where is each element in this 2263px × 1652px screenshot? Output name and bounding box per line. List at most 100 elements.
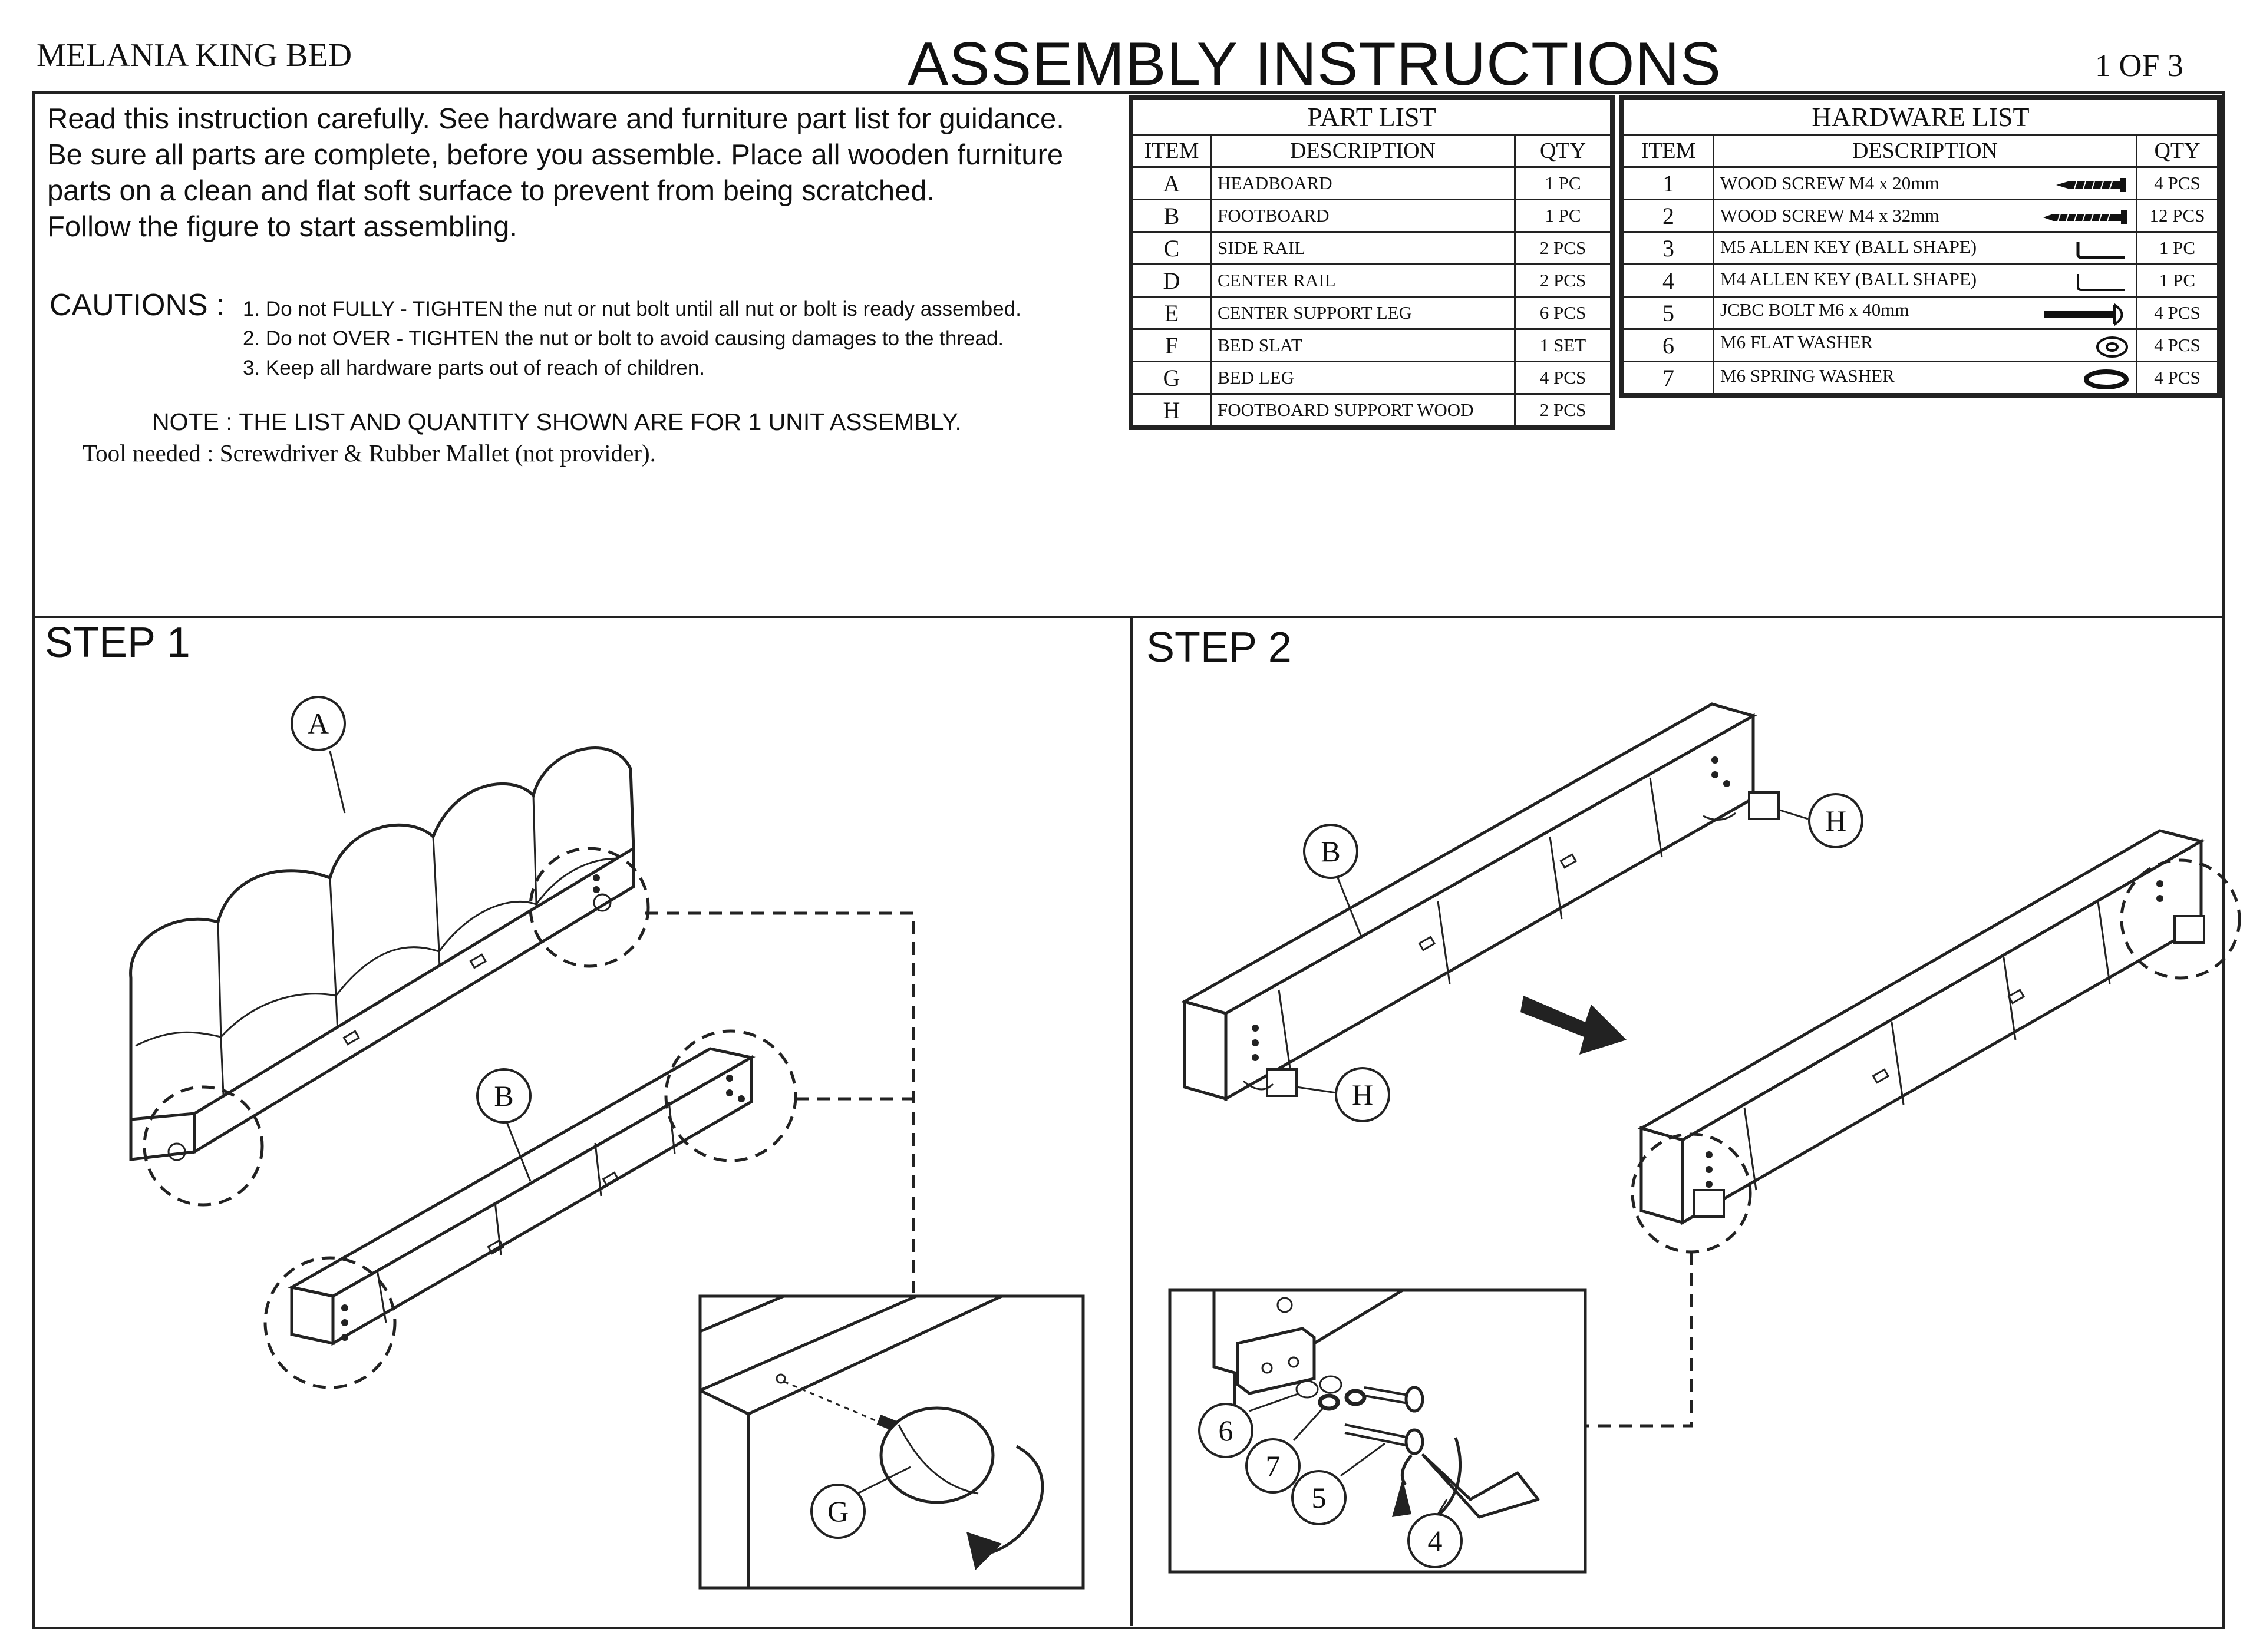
description-text: M5 ALLEN KEY (BALL SHAPE) <box>1720 236 1977 257</box>
direction-arrow-icon <box>1520 996 1627 1055</box>
qty-cell: 1 PC <box>1514 199 1612 233</box>
description-cell: CENTER SUPPORT LEG <box>1210 296 1516 330</box>
callout-5: 5 <box>1291 1442 1385 1525</box>
step1-headboard-drawing <box>129 746 650 1207</box>
qty-cell: 2 PCS <box>1514 393 1612 427</box>
step1-leg-detail <box>698 1294 1085 1590</box>
description-text: JCBC BOLT M6 x 40mm <box>1720 299 1909 320</box>
item-cell: 2 <box>1622 199 1714 233</box>
intro-line: parts on a clean and flat soft surface t… <box>47 175 935 207</box>
svg-text:5: 5 <box>1312 1481 1327 1514</box>
step2-leader-line <box>1585 1252 1693 1428</box>
description-cell: M6 SPRING WASHER <box>1713 361 2137 395</box>
column-header: ITEM <box>1622 134 1714 168</box>
table-row: 2 WOOD SCREW M4 x 32mm 12 PCS <box>1622 199 2219 233</box>
svg-text:A: A <box>308 707 329 740</box>
qty-cell: 4 PCS <box>2136 166 2219 200</box>
long-screw-icon <box>2043 210 2127 224</box>
step-divider <box>1130 616 1133 1626</box>
item-cell: 6 <box>1622 328 1714 362</box>
column-header: DESCRIPTION <box>1713 134 2137 168</box>
page-title: ASSEMBLY INSTRUCTIONS <box>908 30 1721 98</box>
description-cell: JCBC BOLT M6 x 40mm <box>1713 296 2137 330</box>
description-cell: M4 ALLEN KEY (BALL SHAPE) <box>1713 263 2137 298</box>
item-cell: A <box>1132 166 1212 200</box>
svg-text:B: B <box>1321 835 1340 868</box>
description-cell: BED LEG <box>1210 361 1516 395</box>
column-header: ITEM <box>1132 134 1212 168</box>
allen-key-icon <box>2076 242 2125 259</box>
description-text: M6 SPRING WASHER <box>1720 365 1895 386</box>
callout-b: B <box>476 1068 532 1182</box>
spring-washer-icon <box>2084 369 2129 389</box>
short-screw-icon <box>2056 178 2126 192</box>
callout-g: G <box>810 1466 911 1539</box>
callout-6: 6 <box>1198 1392 1300 1458</box>
item-cell: 4 <box>1622 263 1714 298</box>
step1-label: STEP 1 <box>45 619 190 666</box>
qty-cell: 4 PCS <box>2136 328 2219 362</box>
description-cell: WOOD SCREW M4 x 32mm <box>1713 199 2137 233</box>
bolt-icon <box>2044 303 2123 326</box>
qty-cell: 4 PCS <box>1514 361 1612 395</box>
part-list-title: PART LIST <box>1132 98 1612 136</box>
svg-text:B: B <box>494 1079 513 1112</box>
table-row: 4 M4 ALLEN KEY (BALL SHAPE) 1 PC <box>1622 263 2219 298</box>
cautions-list: 1. Do not FULLY - TIGHTEN the nut or nut… <box>243 295 1021 383</box>
callout-h: H <box>1296 1067 1390 1122</box>
description-cell: SIDE RAIL <box>1210 231 1516 265</box>
description-cell: CENTER RAIL <box>1210 263 1516 298</box>
caution-item: 2. Do not OVER - TIGHTEN the nut or bolt… <box>243 327 1004 350</box>
svg-text:G: G <box>827 1495 849 1528</box>
description-text: M6 FLAT WASHER <box>1720 332 1873 352</box>
callout-4: 4 <box>1407 1499 1463 1568</box>
svg-text:6: 6 <box>1219 1414 1233 1447</box>
qty-cell: 6 PCS <box>1514 296 1612 330</box>
hardware-list-title: HARDWARE LIST <box>1622 98 2219 136</box>
caution-item: 3. Keep all hardware parts out of reach … <box>243 356 705 379</box>
page-number: 1 OF 3 <box>2095 48 2184 83</box>
steps-panel <box>35 616 2223 1628</box>
intro-line: Be sure all parts are complete, before y… <box>47 139 1064 171</box>
item-cell: H <box>1132 393 1212 427</box>
description-cell: FOOTBOARD <box>1210 199 1516 233</box>
qty-cell: 4 PCS <box>2136 296 2219 330</box>
svg-text:H: H <box>1352 1078 1373 1111</box>
step2-assembled-footboard-drawing <box>1631 829 2241 1254</box>
qty-cell: 2 PCS <box>1514 263 1612 298</box>
item-cell: G <box>1132 361 1212 395</box>
intro-text: Read this instruction carefully. See har… <box>47 101 1126 245</box>
caution-item: 1. Do not FULLY - TIGHTEN the nut or nut… <box>243 298 1021 321</box>
step1-leader-line <box>645 911 915 1293</box>
step1-footboard-drawing <box>263 1029 797 1389</box>
item-cell: E <box>1132 296 1212 330</box>
description-cell: FOOTBOARD SUPPORT WOOD <box>1210 393 1516 427</box>
item-cell: F <box>1132 328 1212 362</box>
table-row: 5 JCBC BOLT M6 x 40mm 4 PCS <box>1622 296 2219 330</box>
qty-cell: 12 PCS <box>2136 199 2219 233</box>
item-cell: 7 <box>1622 361 1714 395</box>
description-cell: BED SLAT <box>1210 328 1516 362</box>
description-text: WOOD SCREW M4 x 32mm <box>1720 205 1939 226</box>
cautions-label: CAUTIONS : <box>50 288 225 322</box>
table-row: 3 M5 ALLEN KEY (BALL SHAPE) 1 PC <box>1622 231 2219 265</box>
step2-footboard-drawing <box>1180 702 1780 1102</box>
column-header: QTY <box>1514 134 1612 168</box>
qty-cell: 2 PCS <box>1514 231 1612 265</box>
column-header: DESCRIPTION <box>1210 134 1516 168</box>
item-cell: B <box>1132 199 1212 233</box>
qty-cell: 4 PCS <box>2136 361 2219 395</box>
callout-7: 7 <box>1245 1407 1324 1494</box>
callout-h: H <box>1779 793 1863 848</box>
svg-text:4: 4 <box>1428 1524 1443 1557</box>
product-name: MELANIA KING BED <box>37 37 352 74</box>
intro-line: Read this instruction carefully. See har… <box>47 103 1064 135</box>
